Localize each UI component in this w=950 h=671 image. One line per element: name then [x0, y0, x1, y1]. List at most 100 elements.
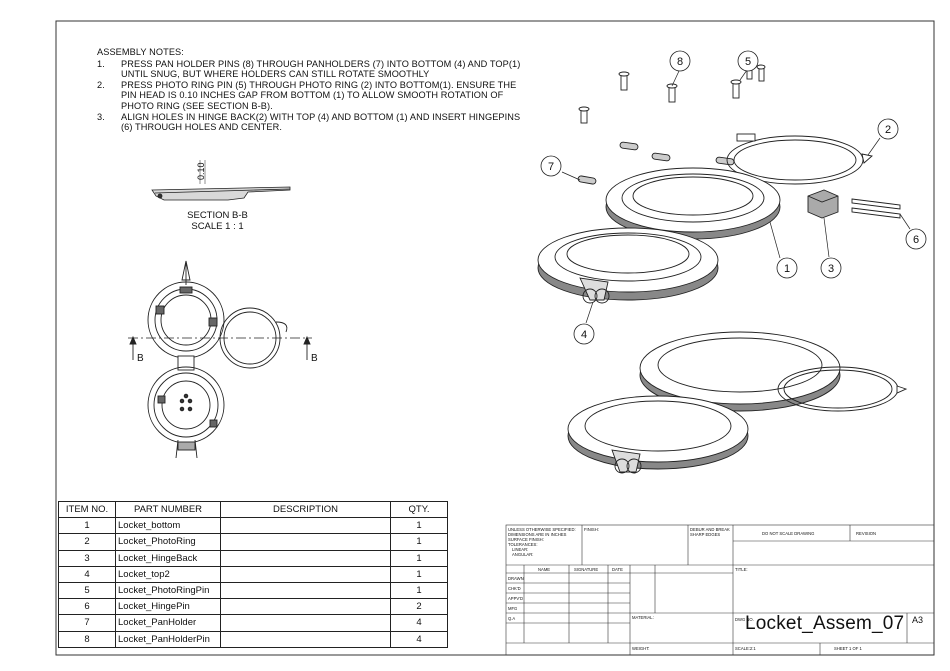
tb-finish: FINISH: [584, 527, 599, 532]
balloon-2-circle [877, 118, 899, 140]
title-block-tolerances: UNLESS OTHERWISE SPECIFIED: DIMENSIONS A… [508, 527, 582, 557]
section-title: SECTION B-B [187, 210, 248, 221]
note-number: 3. [97, 111, 105, 122]
balloon-8: 8 [677, 56, 683, 68]
bom-header-description: DESCRIPTION [220, 500, 391, 519]
balloon-3: 3 [828, 263, 834, 275]
bom-item: 8 [58, 630, 116, 648]
note-number: 2. [97, 79, 105, 90]
bom-part: Locket_PhotoRing [115, 533, 221, 551]
cut-label-left: B [137, 353, 144, 364]
tb-dwg-no: DWG NO. [735, 617, 754, 622]
assembly-note-2: 2. PRESS PHOTO RING PIN (5) THROUGH PHOT… [97, 80, 527, 112]
bom-desc [220, 614, 391, 632]
section-b-b-view [151, 160, 291, 201]
tb-chkd: CHK'D [508, 586, 521, 591]
locket-front-view [128, 260, 312, 459]
tb-revision: REVISION [856, 531, 877, 536]
tb-date: DATE [612, 567, 623, 572]
balloon-5: 5 [745, 56, 751, 68]
bom-qty: 1 [390, 549, 448, 567]
bom-item: 2 [58, 533, 116, 551]
section-label: SECTION B-B SCALE 1 : 1 [170, 210, 265, 232]
exploded-view [537, 64, 911, 474]
bom-header-item: ITEM NO. [58, 500, 116, 519]
bom-desc [220, 517, 391, 535]
bom-item: 1 [58, 517, 116, 535]
assembly-notes-title: ASSEMBLY NOTES: [97, 47, 184, 57]
hinge-pins [851, 198, 901, 219]
tb-weight: WEIGHT: [632, 646, 650, 651]
tb-mfg: MFG [508, 606, 518, 611]
balloon-3-circle [820, 257, 842, 279]
balloon-4: 4 [581, 329, 587, 341]
tb-unless: UNLESS OTHERWISE SPECIFIED: [508, 527, 576, 532]
cut-label-right: B [311, 353, 318, 364]
bom-item: 3 [58, 549, 116, 567]
bom-qty: 1 [390, 565, 448, 583]
bom-desc [220, 630, 391, 648]
bom-item: 6 [58, 598, 116, 616]
assembly-note-3: 3. ALIGN HOLES IN HINGE BACK(2) WITH TOP… [97, 112, 527, 133]
bom-desc [220, 598, 391, 616]
tb-angular: ANGULAR: [512, 552, 534, 557]
balloon-1: 1 [784, 263, 790, 275]
tb-name: NAME [538, 567, 551, 572]
bom-qty: 4 [390, 630, 448, 648]
bom-desc [220, 565, 391, 583]
balloon-8-circle [669, 50, 691, 72]
section-dimension: 0.10 [196, 162, 206, 180]
bom-qty: 1 [390, 517, 448, 535]
tb-signature: SIGNATURE [574, 567, 599, 572]
bom-item: 4 [58, 565, 116, 583]
bom-desc [220, 581, 391, 600]
balloon-7: 7 [548, 161, 554, 173]
bom-header-part: PART NUMBER [115, 500, 221, 519]
tb-qa: Q.A [508, 616, 516, 621]
balloon-1-circle [776, 257, 798, 279]
bom-item: 5 [58, 581, 116, 600]
bom-part: Locket_PanHolderPin [115, 630, 221, 648]
bom-qty: 2 [390, 598, 448, 616]
sheet-border [55, 20, 935, 656]
balloon-4-circle [573, 323, 595, 345]
assembly-notes: ASSEMBLY NOTES: 1. PRESS PAN HOLDER PINS… [97, 47, 527, 133]
bom-part: Locket_HingeBack [115, 549, 221, 567]
bom-desc [220, 533, 391, 551]
hinge-back-part [807, 189, 839, 219]
pan-holders [577, 141, 735, 185]
tb-deburr: DEBUR AND BREAK SHARP EDGES [690, 527, 730, 537]
locket-bottom-part [605, 167, 781, 240]
balloon-7-circle [540, 155, 562, 177]
balloon-5-circle [737, 50, 759, 72]
photo-ring [726, 133, 873, 185]
tb-surface: SURFACE FINISH: [508, 537, 544, 542]
locket-top-part [537, 227, 719, 304]
tb-material: MATERIAL: [632, 615, 654, 620]
bom-qty: 4 [390, 614, 448, 632]
note-text: PRESS PHOTO RING PIN (5) THROUGH PHOTO R… [121, 79, 517, 111]
bom-part: Locket_bottom [115, 517, 221, 535]
bom-qty: 1 [390, 533, 448, 551]
balloon-6: 6 [913, 234, 919, 246]
tb-sheet-count: SHEET 1 OF 1 [834, 646, 862, 651]
bom-part: Locket_PanHolder [115, 614, 221, 632]
tb-title: TITLE: [735, 567, 748, 572]
tb-linear: LINEAR: [512, 547, 529, 552]
tb-dims: DIMENSIONS ARE IN INCHES [508, 532, 567, 537]
balloon-leaders [561, 69, 911, 324]
bom-part: Locket_PhotoRingPin [115, 581, 221, 600]
assembled-view [567, 331, 908, 474]
bom-desc [220, 549, 391, 567]
note-text: PRESS PAN HOLDER PINS (8) THROUGH PANHOL… [121, 58, 521, 80]
drawing-name: Locket_Assem_07 [745, 613, 905, 634]
tb-drawn: DRAWN [508, 576, 524, 581]
balloon-6-circle [905, 228, 927, 250]
